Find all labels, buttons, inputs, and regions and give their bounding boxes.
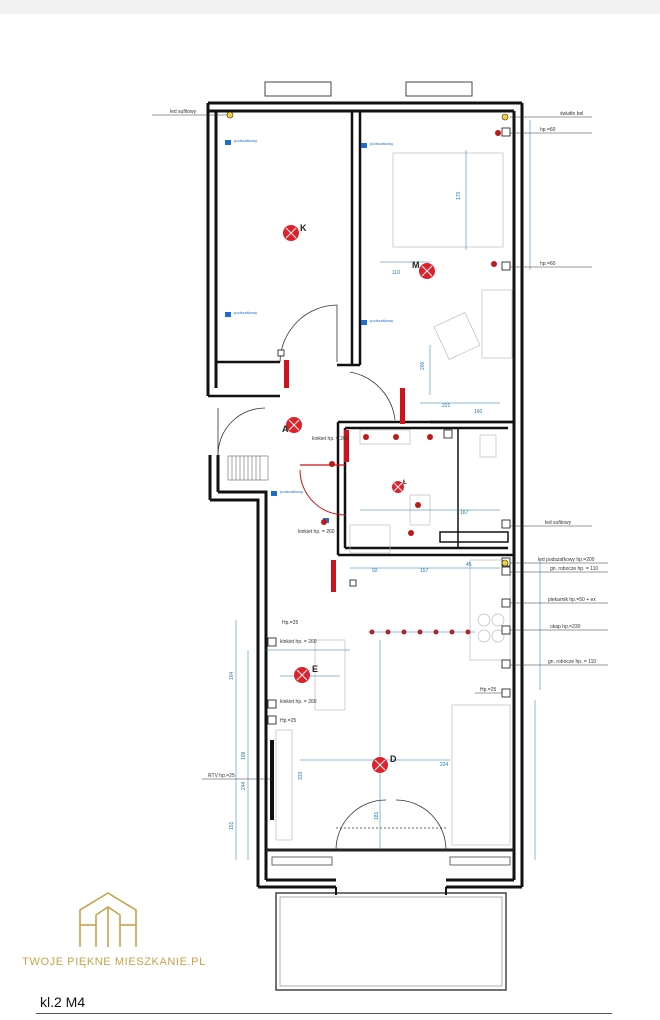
svg-text:podszafkowy: podszafkowy [234,138,257,143]
brand-name: TWOJE PIĘKNE MIESZKANIE.PL [22,956,206,968]
svg-text:181: 181 [374,811,380,820]
door-swings [217,304,447,851]
anno-piekarnik: piekarnik hp.=50 + ex [548,597,596,603]
svg-text:224: 224 [440,762,449,768]
svg-text:podszafkowy: podszafkowy [370,141,393,146]
room-label-e: E [312,664,318,674]
svg-text:podszafkowy: podszafkowy [280,489,303,494]
stairs [227,455,269,481]
svg-text:200: 200 [420,361,426,370]
svg-text:151: 151 [229,821,235,830]
anno-led-sufitowy-top: led sufitowy [170,109,197,115]
svg-text:92: 92 [372,568,378,574]
svg-text:244: 244 [241,781,247,790]
outer-walls [206,101,524,889]
svg-text:221: 221 [442,403,451,409]
room-label-l: Ł [403,480,407,486]
ceiling-lights [283,225,435,773]
window-top-right [405,81,473,97]
room-label-a: A [282,424,289,434]
svg-text:109: 109 [241,751,247,760]
balcony [275,892,507,991]
anno-led-sufitowy-mid: led sufitowy [545,520,572,526]
anno-gn-robocze-1: gn. robocze hp. = 110 [550,566,598,572]
inner-walls [208,111,514,557]
anno-swiatlo-bel: światło bel [560,111,583,117]
electric-boxes [267,127,511,725]
anno-kinkiet-hall: kinkiet hp. = 260 [312,436,349,442]
anno-kinkiet-1: kinkiet hp. = 260 [280,639,317,645]
furniture [275,152,513,846]
top-bar [0,0,660,14]
svg-text:164: 164 [229,671,235,680]
dimension-labels: 170 110 200 221 160 167 157 92 224 181 1… [229,191,483,830]
anno-hp60-b: hp.=60 [540,261,556,267]
anno-hp25-right: Hp.=25 [480,687,496,693]
anno-led-podszafkowy: led podszafkowy hp.=200 [538,557,595,563]
plan-title: kl.2 M4 [40,994,86,1010]
room-label-m: M [412,260,420,270]
anno-gn-robocze-2: gn. robocze hp. = 110 [548,659,596,665]
anno-hp25-left-2: Hp.=25 [280,718,296,724]
svg-text:45: 45 [466,562,472,568]
svg-text:157: 157 [420,568,429,574]
svg-text:170: 170 [456,191,462,200]
logo-icon [79,892,137,947]
red-marks [284,360,405,592]
red-sockets [321,130,501,635]
room-label-k: K [300,223,307,233]
leader-lines [152,114,608,780]
anno-hp60-a: hp.=60 [540,127,556,133]
anno-kinkiet-2: kinkiet hp. = 260 [280,699,317,705]
svg-text:333: 333 [298,771,304,780]
svg-text:167: 167 [460,510,469,516]
room-label-d: D [390,754,397,764]
svg-text:160: 160 [474,409,483,415]
anno-okap: okap hp.=230 [550,624,581,630]
svg-text:110: 110 [392,270,400,276]
footer-divider [36,1013,612,1014]
dimension-lines [235,120,541,860]
anno-kinkiet-bath: kinkiet hp. = 260 [298,529,335,535]
svg-text:podszafkowy: podszafkowy [234,310,257,315]
window-top-left [264,81,332,97]
annotations: led sufitowy światło bel hp.=60 hp.=60 l… [170,109,598,779]
svg-text:podszafkowy: podszafkowy [370,318,393,323]
anno-hp25-left-1: Hp.=25 [282,620,298,626]
anno-rtv: RTV hp.=25 [208,773,235,779]
